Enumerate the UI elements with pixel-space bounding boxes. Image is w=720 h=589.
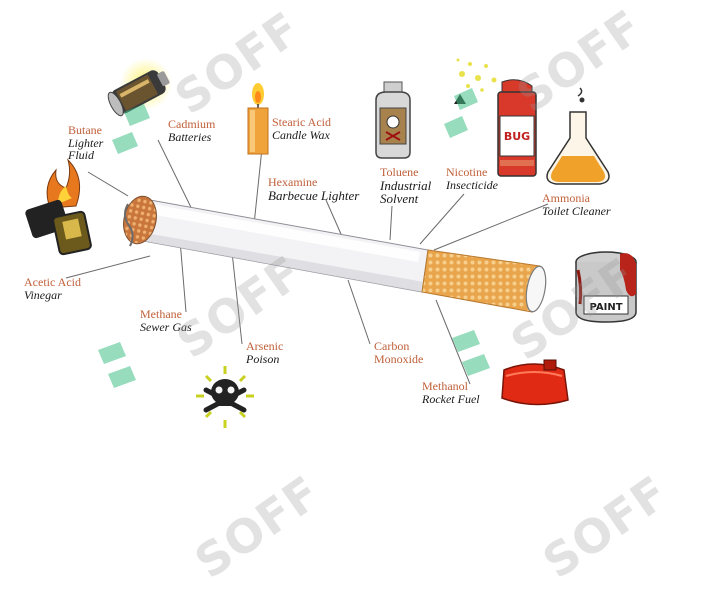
label-nicotine: Nicotine Insecticide (446, 166, 498, 191)
label-toluene-chemical: Toluene (380, 165, 419, 179)
label-cadmium: Cadmium Batteries (168, 118, 215, 143)
label-methane-chemical: Methane (140, 307, 182, 321)
leader-lines (65, 139, 549, 385)
battery-illustration (107, 58, 172, 117)
label-methanol: Methanol Rocket Fuel (422, 380, 480, 405)
label-toluene: Toluene Industrial Solvent (380, 166, 444, 206)
label-toluene-use: Industrial Solvent (380, 177, 432, 207)
watermark-logos (98, 88, 490, 388)
label-ammonia-chemical: Ammonia (542, 191, 590, 205)
label-arsenic: Arsenic Poison (246, 340, 283, 365)
insecticide-can-text: BUG (504, 130, 530, 143)
label-ammonia: Ammonia Toilet Cleaner (542, 192, 611, 217)
cigarette (123, 195, 547, 313)
skull-crossbones-illustration (196, 366, 254, 428)
label-carbon-monoxide: Carbon Monoxide (374, 340, 436, 365)
label-methanol-use: Rocket Fuel (422, 391, 480, 406)
label-arsenic-use: Poison (246, 351, 280, 366)
cigarette-filter (421, 249, 541, 313)
filter-end (525, 265, 547, 313)
flask-illustration (546, 87, 610, 185)
label-nicotine-use: Insecticide (446, 177, 498, 192)
insecticide-can-illustration: BUG (454, 58, 537, 177)
label-methanol-chemical: Methanol (422, 379, 468, 393)
label-butane-chemical: Butane (68, 123, 102, 137)
label-hexamine: Hexamine Barbecue Lighter (268, 176, 359, 202)
cigarette-chemicals-diagram: BUG PAINT (25, 58, 637, 428)
label-cadmium-use: Batteries (168, 129, 212, 144)
solvent-can-illustration (375, 81, 411, 159)
label-ammonia-use: Toilet Cleaner (542, 203, 611, 218)
label-acetic-acid-chemical: Acetic Acid (24, 275, 81, 289)
label-hexamine-use: Barbecue Lighter (268, 187, 360, 203)
label-acetic-acid: Acetic Acid Vinegar (24, 276, 81, 301)
label-nicotine-chemical: Nicotine (446, 165, 488, 179)
label-carbon-monoxide-chemical: Carbon Monoxide (374, 339, 424, 366)
candle-illustration (247, 83, 269, 155)
label-arsenic-chemical: Arsenic (246, 339, 284, 353)
paint-can-text: PAINT (589, 302, 622, 313)
label-hexamine-chemical: Hexamine (268, 175, 318, 189)
label-cadmium-chemical: Cadmium (168, 117, 216, 131)
paint-can-illustration: PAINT (575, 251, 637, 323)
label-methane: Methane Sewer Gas (140, 308, 192, 333)
label-butane-use: Lighter Fluid (68, 135, 104, 163)
lighter-illustration (25, 158, 92, 256)
label-stearic-acid-chemical: Stearic Acid (272, 115, 331, 129)
label-stearic-acid: Stearic Acid Candle Wax (272, 116, 331, 141)
label-methane-use: Sewer Gas (140, 319, 192, 334)
label-acetic-acid-use: Vinegar (24, 287, 62, 302)
label-butane: Butane Lighter Fluid (68, 124, 120, 162)
fuel-can-illustration (501, 359, 569, 406)
label-stearic-acid-use: Candle Wax (272, 127, 330, 142)
